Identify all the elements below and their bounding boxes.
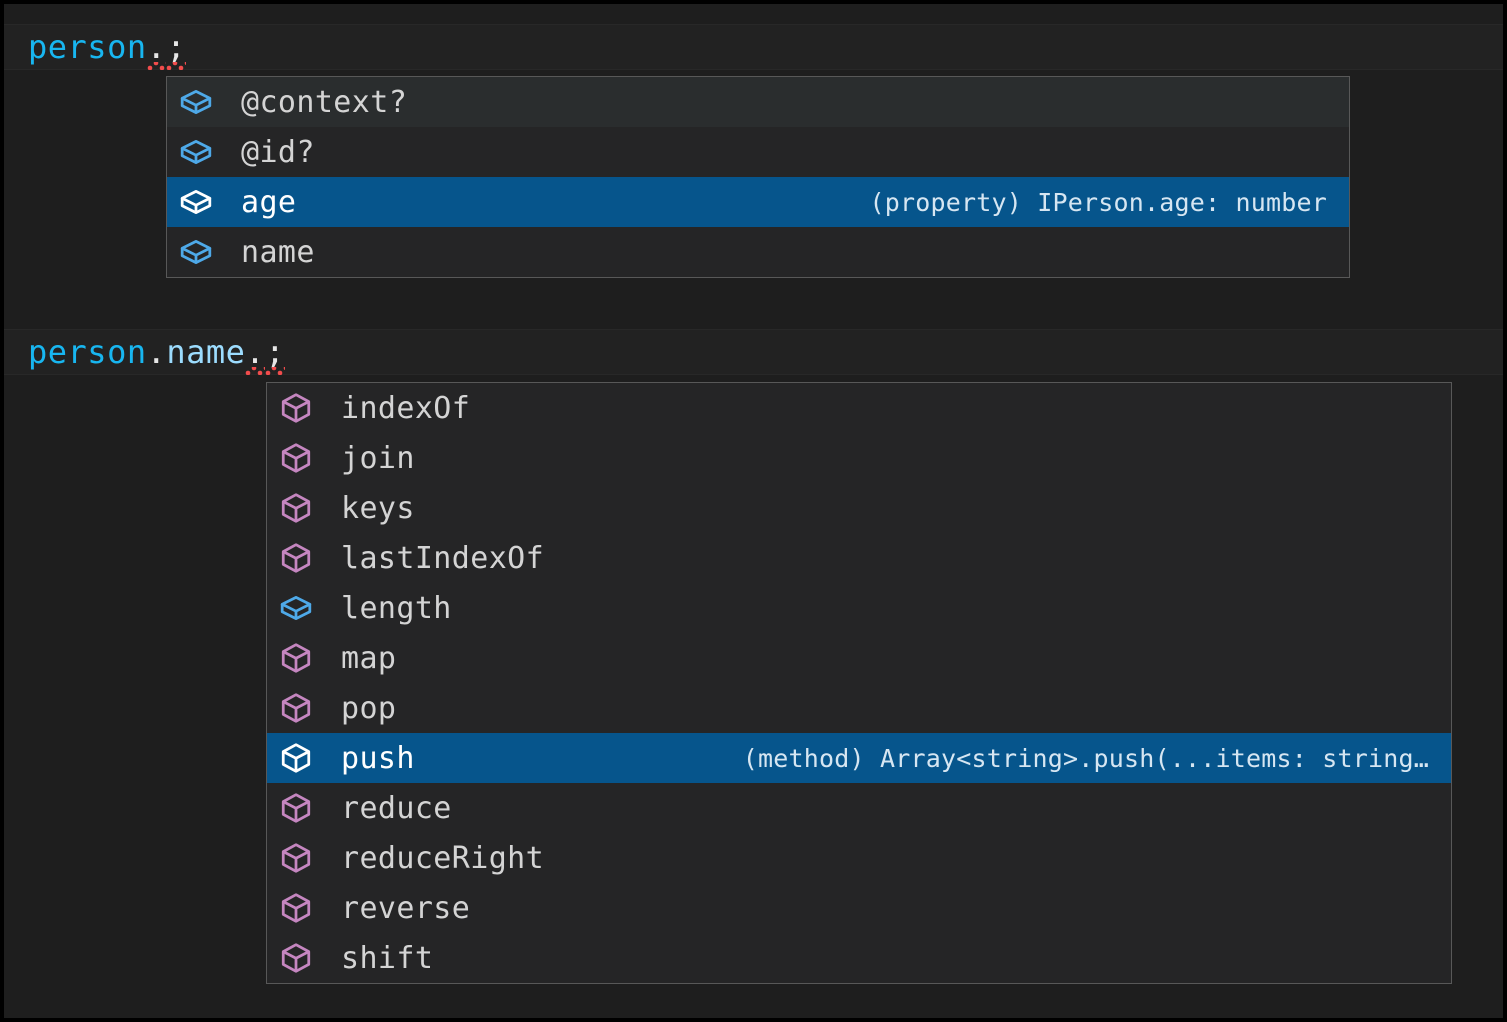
method-cube-icon <box>279 541 327 575</box>
suggest-item-label: shift <box>341 940 434 976</box>
property-cube-icon <box>179 135 227 169</box>
method-cube-icon <box>281 943 311 973</box>
suggest-item-label: lastIndexOf <box>341 540 545 576</box>
suggest-item-lastindexof[interactable]: lastIndexOf <box>267 533 1451 583</box>
suggest-widget-property-list[interactable]: @context? @id? age (property) IPerson.age: … <box>166 76 1350 278</box>
suggest-item-label: length <box>341 590 452 626</box>
error-squiggle-underline <box>245 367 266 375</box>
method-cube-icon <box>279 941 327 975</box>
code-token-punctuation: . <box>245 333 266 375</box>
code-token-punctuation: . <box>146 28 167 70</box>
suggest-item-label: reverse <box>341 890 471 926</box>
method-cube-icon <box>279 491 327 525</box>
method-cube-icon <box>281 743 311 773</box>
error-squiggle-underline <box>146 62 167 70</box>
method-cube-icon <box>281 493 311 523</box>
suggest-item-join[interactable]: join <box>267 433 1451 483</box>
suggest-item-detail: (property) IPerson.age: number <box>869 187 1327 217</box>
method-cube-icon <box>281 843 311 873</box>
suggest-item-pop[interactable]: pop <box>267 683 1451 733</box>
suggest-item-reduceright[interactable]: reduceRight <box>267 833 1451 883</box>
suggest-item-shift[interactable]: shift <box>267 933 1451 983</box>
suggest-item-reverse[interactable]: reverse <box>267 883 1451 933</box>
method-cube-icon <box>279 391 327 425</box>
method-cube-icon <box>281 393 311 423</box>
suggest-item-age[interactable]: age (property) IPerson.age: number <box>167 177 1349 227</box>
suggest-item-map[interactable]: map <box>267 633 1451 683</box>
method-cube-icon <box>279 741 327 775</box>
suggest-item--context-[interactable]: @context? <box>167 77 1349 127</box>
suggest-item-indexof[interactable]: indexOf <box>267 383 1451 433</box>
method-cube-icon <box>281 443 311 473</box>
method-cube-icon <box>281 893 311 923</box>
code-token-property: name <box>166 333 246 371</box>
error-squiggle-underline <box>166 62 187 70</box>
suggest-item-length[interactable]: length <box>267 583 1451 633</box>
property-cube-icon <box>180 139 212 165</box>
suggest-item-label: map <box>341 640 397 676</box>
method-cube-icon <box>281 793 311 823</box>
code-line-1-text: person.; <box>4 28 187 70</box>
code-line-2[interactable]: person.name.; <box>4 329 1503 375</box>
suggest-item-reduce[interactable]: reduce <box>267 783 1451 833</box>
property-cube-icon <box>179 185 227 219</box>
property-cube-icon <box>180 189 212 215</box>
suggest-item-label: reduce <box>341 790 452 826</box>
property-cube-icon <box>279 591 327 625</box>
suggest-item--id-[interactable]: @id? <box>167 127 1349 177</box>
method-cube-icon <box>279 641 327 675</box>
property-cube-icon <box>179 85 227 119</box>
suggest-widget-array-member-list[interactable]: indexOf join keys lastIndexOf length map pop pu… <box>266 382 1452 984</box>
code-editor-surface: person.; @context? @id? age (property) IPer… <box>4 4 1503 1018</box>
method-cube-icon <box>279 791 327 825</box>
code-line-2-text: person.name.; <box>4 333 285 375</box>
code-token-variable: person <box>28 333 147 371</box>
suggest-item-label: keys <box>341 490 415 526</box>
suggest-item-label: @context? <box>241 84 408 120</box>
property-cube-icon <box>179 235 227 269</box>
method-cube-icon <box>279 891 327 925</box>
code-token-variable: person <box>28 28 147 66</box>
method-cube-icon <box>281 693 311 723</box>
property-cube-icon <box>180 89 212 115</box>
suggest-item-keys[interactable]: keys <box>267 483 1451 533</box>
property-cube-icon <box>180 239 212 265</box>
suggest-item-name[interactable]: name <box>167 227 1349 277</box>
suggest-item-label: join <box>341 440 415 476</box>
method-cube-icon <box>279 441 327 475</box>
code-token-punctuation: ; <box>265 333 285 375</box>
code-line-1[interactable]: person.; <box>4 24 1503 70</box>
suggest-item-label: name <box>241 234 315 270</box>
property-cube-icon <box>280 595 312 621</box>
suggest-item-label: reduceRight <box>341 840 545 876</box>
suggest-item-label: pop <box>341 690 397 726</box>
suggest-item-label: indexOf <box>341 390 471 426</box>
suggest-item-label: @id? <box>241 134 315 170</box>
suggest-item-push[interactable]: push (method) Array<string>.push(...items… <box>267 733 1451 783</box>
method-cube-icon <box>279 691 327 725</box>
suggest-item-label: push <box>341 740 415 776</box>
suggest-list[interactable]: @context? @id? age (property) IPerson.age: … <box>167 77 1349 277</box>
method-cube-icon <box>279 841 327 875</box>
suggest-item-label: age <box>241 184 297 220</box>
code-token-punctuation: ; <box>166 28 187 70</box>
suggest-list[interactable]: indexOf join keys lastIndexOf length map pop pu… <box>267 383 1451 983</box>
error-squiggle-underline <box>265 367 285 375</box>
suggest-item-detail: (method) Array<string>.push(...items: st… <box>742 743 1429 773</box>
method-cube-icon <box>281 543 311 573</box>
method-cube-icon <box>281 643 311 673</box>
code-token-punctuation: . <box>146 333 167 371</box>
